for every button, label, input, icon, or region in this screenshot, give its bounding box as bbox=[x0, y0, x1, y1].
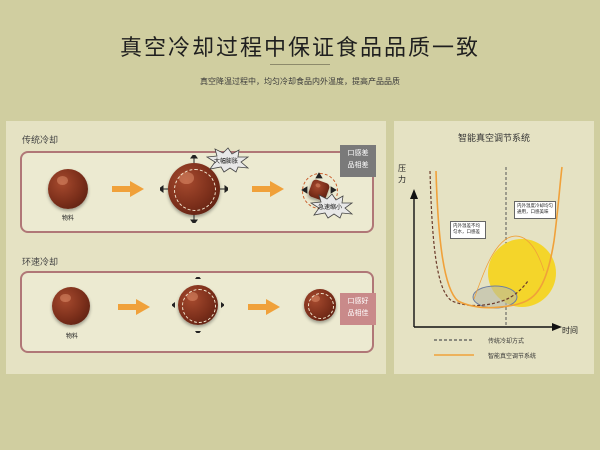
balance-arrows-icon bbox=[172, 277, 224, 333]
expand-label: 大幅膨胀 bbox=[214, 158, 239, 165]
original-size-ring bbox=[174, 169, 216, 211]
material-label: 物料 bbox=[62, 215, 75, 222]
y-axis-arrow-icon bbox=[410, 189, 418, 199]
material-label: 物料 bbox=[66, 333, 79, 340]
smart-curve bbox=[435, 166, 563, 309]
legend-traditional-label: 传统冷却方式 bbox=[488, 338, 525, 345]
rapid-cooling-label: 环速冷却 bbox=[22, 258, 59, 268]
traditional-cooling-label: 传统冷却 bbox=[22, 136, 59, 146]
title-divider bbox=[270, 64, 330, 65]
right-arrow-icon bbox=[252, 181, 284, 197]
right-arrow-icon bbox=[112, 181, 144, 197]
stable-size-ring bbox=[182, 289, 216, 323]
note-uniform: 内外温度冷却均匀通用，口感美味 bbox=[514, 201, 556, 219]
shrink-label: 急速缩小 bbox=[318, 204, 343, 211]
pressure-time-diagram bbox=[410, 166, 563, 356]
final-size-ring bbox=[308, 293, 334, 319]
note-uneven: 内外温差不均匀水，口感差 bbox=[450, 221, 486, 239]
food-item-initial bbox=[48, 169, 88, 209]
shrink-arrows-icon bbox=[301, 172, 337, 194]
page-subtitle: 真空降温过程中，均匀冷却食品内外温度，提高产品品质 bbox=[200, 77, 400, 86]
right-arrow-icon bbox=[248, 299, 280, 315]
starburst-icon bbox=[206, 147, 250, 173]
x-axis-arrow-icon bbox=[552, 323, 562, 331]
vacuum-system-panel: 智能真空调节系统 压力 时间 内外温差不均匀水，口感差 内外温度冷却均匀通用，口… bbox=[394, 121, 594, 374]
cooling-comparison-panel: 传统冷却 物料 大幅膨胀 bbox=[6, 121, 386, 374]
food-item-initial bbox=[52, 287, 90, 325]
rapid-process-box: 物料 bbox=[20, 271, 374, 353]
y-axis-label: 压力 bbox=[398, 164, 406, 184]
right-arrow-icon bbox=[118, 299, 150, 315]
system-title: 智能真空调节系统 bbox=[457, 134, 530, 144]
uneven-zone-highlight bbox=[472, 285, 518, 309]
starburst-icon bbox=[310, 193, 354, 219]
page-title: 真空冷却过程中保证食品品质一致 bbox=[119, 36, 480, 61]
smart-curve-inner bbox=[473, 235, 545, 300]
quality-badge-bad: 口感差 品相差 bbox=[340, 145, 376, 177]
traditional-curve bbox=[429, 170, 529, 307]
x-axis-label: 时间 bbox=[562, 326, 578, 335]
quality-badge-good: 口感好 品相佳 bbox=[340, 293, 376, 325]
expansion-arrows-icon bbox=[160, 155, 228, 223]
legend-smart-label: 智能真空调节系统 bbox=[488, 353, 537, 360]
traditional-process-box: 物料 大幅膨胀 bbox=[20, 147, 374, 233]
